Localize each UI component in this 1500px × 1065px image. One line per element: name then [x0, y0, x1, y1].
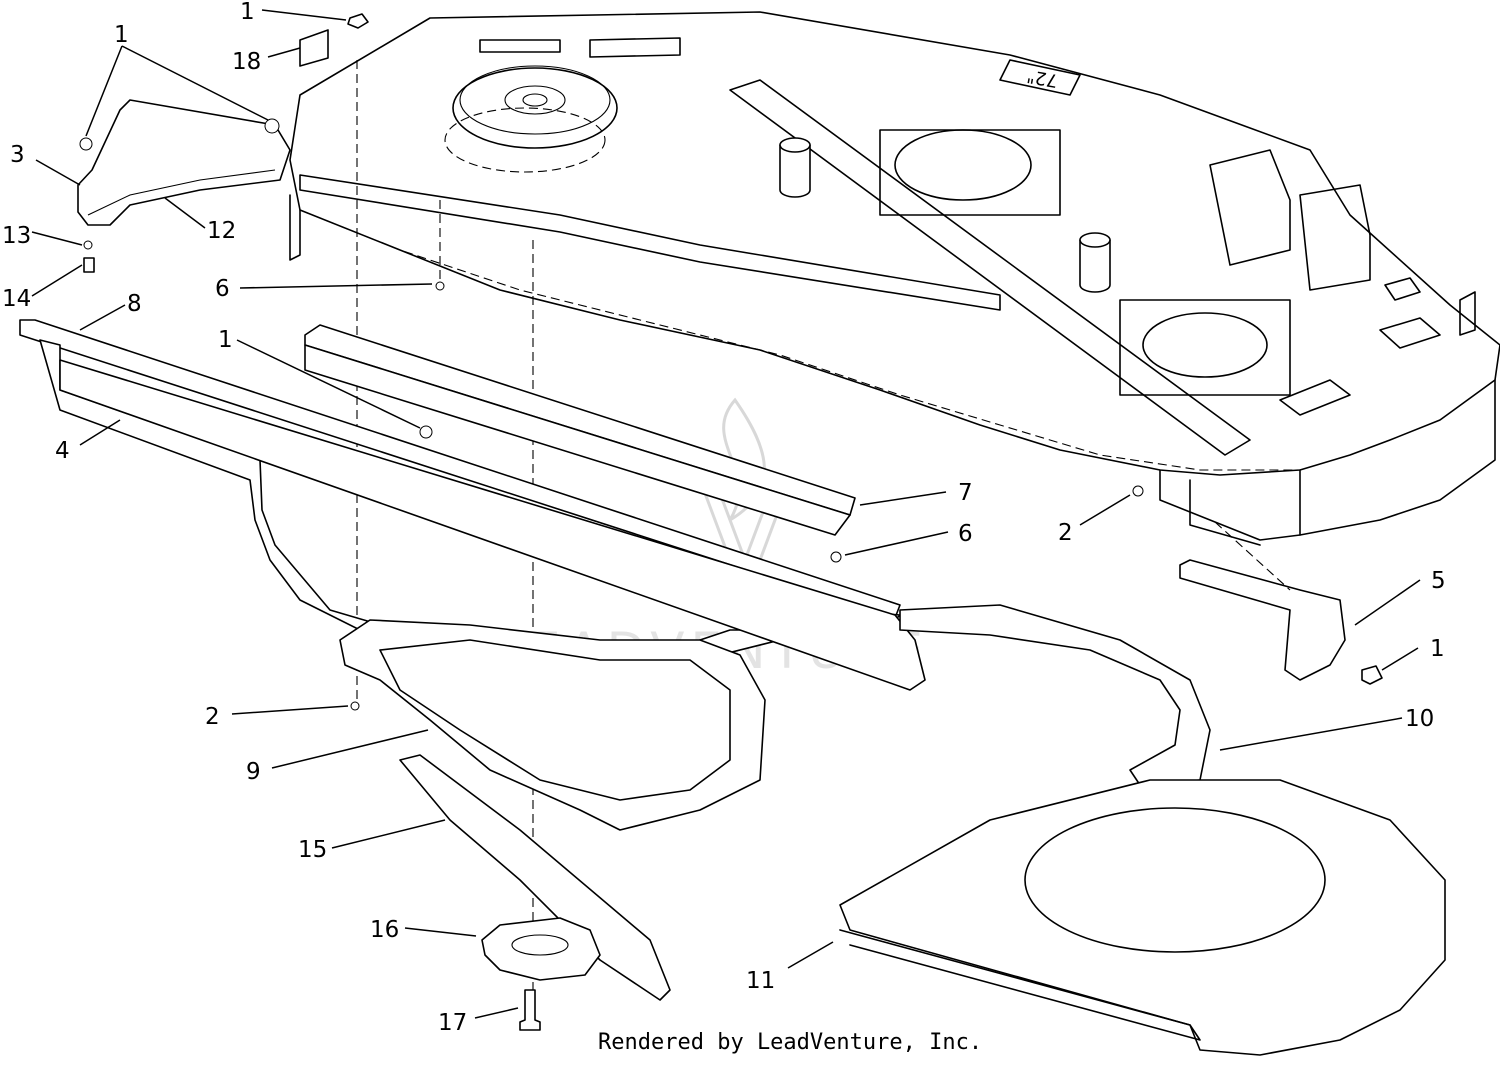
callout-6-top: 6 [215, 276, 230, 302]
callout-18: 18 [232, 49, 261, 75]
part-1-nut-mid [419, 425, 433, 439]
part-8-baffle [19, 319, 901, 619]
mower-deck-housing: 72" [289, 11, 1500, 546]
callout-13: 13 [2, 223, 31, 249]
part-1-nut-top [347, 13, 369, 29]
part-15-blade [399, 754, 671, 1001]
part-1-nut-right [1361, 665, 1383, 685]
callout-1-mid: 1 [218, 327, 233, 353]
callout-8: 8 [127, 291, 142, 317]
callout-17: 17 [438, 1010, 467, 1036]
part-1-nut-bracket [264, 118, 280, 134]
callout-5: 5 [1431, 568, 1446, 594]
part-1-nut-left [79, 137, 93, 151]
part-5-bracket [1179, 559, 1346, 681]
callout-16: 16 [370, 917, 399, 943]
part-17-bolt [519, 989, 541, 1031]
callout-3: 3 [10, 142, 25, 168]
part-13-washer [83, 240, 93, 250]
part-2-bolt-left [350, 701, 360, 711]
part-16-hub [481, 917, 601, 981]
part-18-decal [299, 29, 329, 67]
callout-2-left: 2 [205, 704, 220, 730]
part-7-baffle [304, 324, 856, 516]
spindle-opening-right [1142, 312, 1268, 378]
callout-11: 11 [746, 968, 775, 994]
render-credit: Rendered by LeadVenture, Inc. [598, 1030, 983, 1055]
deck-brace [729, 79, 1251, 456]
callout-15: 15 [298, 837, 327, 863]
part-11-baffle-cover [839, 779, 1446, 1056]
callout-14: 14 [2, 286, 31, 312]
callout-4: 4 [55, 438, 70, 464]
callout-1-top: 1 [240, 0, 255, 25]
callout-1-left: 1 [114, 22, 129, 48]
part-2-bolt-right [1132, 485, 1144, 497]
callout-6-mid: 6 [958, 521, 973, 547]
part-10-baffle [899, 604, 1211, 786]
callout-2-right: 2 [1058, 520, 1073, 546]
callout-9: 9 [246, 759, 261, 785]
callout-10: 10 [1405, 706, 1434, 732]
callout-12: 12 [207, 218, 236, 244]
part-12-bracket [77, 99, 291, 226]
part-14-bolt [83, 257, 95, 273]
callout-7: 7 [958, 480, 973, 506]
leader-lines [31, 9, 1421, 1019]
callouts: 1 18 1 3 12 13 14 6 8 1 4 7 6 2 5 1 10 2… [2, 0, 1446, 1036]
part-6-bolt-top [435, 281, 445, 291]
part-6-bolt-mid [830, 551, 842, 563]
callout-1-right: 1 [1430, 636, 1445, 662]
